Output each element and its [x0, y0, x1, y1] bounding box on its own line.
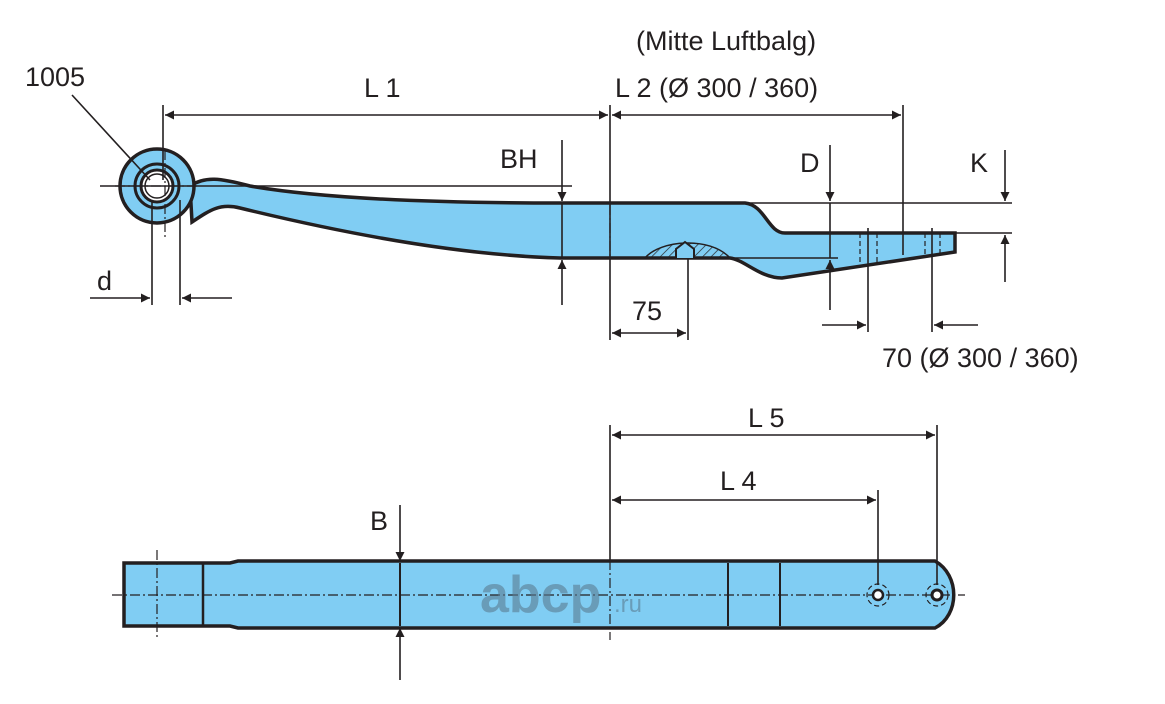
top-view: L 5 L 4 B: [112, 403, 965, 680]
hole-l5: [930, 588, 944, 602]
k-label: K: [970, 148, 988, 178]
d-upper-label: D: [800, 148, 820, 178]
air-bellow-note: (Mitte Luftbalg): [636, 26, 816, 56]
l1-label: L 1: [364, 73, 401, 103]
leaf-body-side: [188, 177, 957, 280]
b-label: B: [370, 506, 388, 536]
watermark-suffix: .ru: [614, 591, 642, 618]
part-number-label: 1005: [25, 62, 85, 92]
watermark-text: abcp: [480, 566, 601, 624]
dim-75-label: 75: [632, 296, 662, 326]
l4-label: L 4: [720, 466, 757, 496]
l5-label: L 5: [748, 403, 785, 433]
l2-label: L 2 (Ø 300 / 360): [615, 73, 818, 103]
side-view: 1005 (Mitte Luftbalg) L 1 L 2 (Ø 300 / 3…: [25, 26, 1079, 373]
part-number-leader: [71, 94, 151, 181]
dim-70-label: 70 (Ø 300 / 360): [882, 343, 1079, 373]
bh-label: BH: [500, 144, 538, 174]
d-lower-label: d: [97, 266, 112, 296]
leaf-body-top: [122, 559, 956, 630]
watermark: abcp .ru: [480, 566, 642, 624]
hole-l4: [871, 588, 885, 602]
